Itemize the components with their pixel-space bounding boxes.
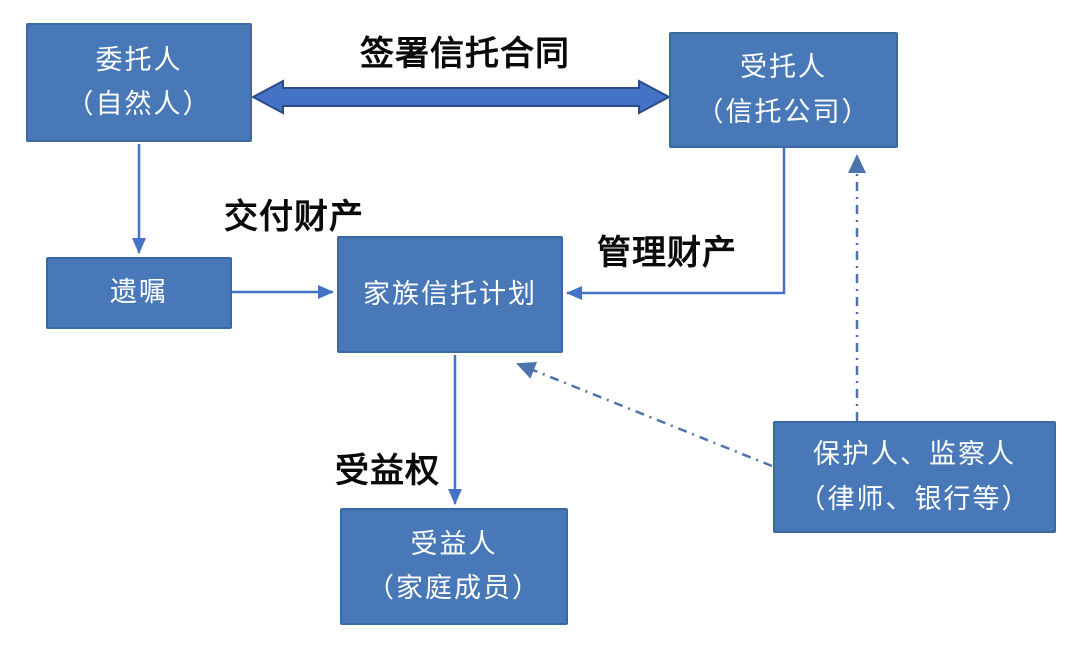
node-trust-plan-title: 家族信托计划 [363,278,537,309]
node-trust-plan: 家族信托计划 [337,236,563,353]
node-will: 遗嘱 [46,257,232,329]
node-settlor: 委托人 （自然人） [26,23,252,142]
edge-label-beneficial-right: 受益权 [335,452,440,490]
node-beneficiary: 受益人 （家庭成员） [340,508,568,625]
edge-label-manage-property: 管理财产 [597,234,737,272]
node-beneficiary-title: 受益人 [410,528,498,559]
node-trustee-title: 受托人 [740,52,827,83]
node-protector-subtitle: （律师、银行等） [798,483,1031,514]
node-trustee: 受托人 （信托公司） [669,32,898,148]
node-protector: 保护人、监察人 （律师、银行等） [773,421,1056,533]
connector-sign-contract-double-arrow [250,79,672,115]
connector-protector-to-trust-plan [516,361,773,468]
node-settlor-subtitle: （自然人） [66,89,212,119]
node-beneficiary-subtitle: （家庭成员） [367,573,541,603]
edge-label-sign-contract: 签署信托合同 [360,35,570,73]
node-will-title: 遗嘱 [110,277,168,308]
node-settlor-title: 委托人 [95,44,183,75]
node-trustee-subtitle: （信托公司） [696,96,871,127]
edge-label-deliver-property: 交付财产 [224,198,364,236]
connector-trustee-to-trust-plan [566,148,786,300]
node-protector-title: 保护人、监察人 [813,439,1016,470]
